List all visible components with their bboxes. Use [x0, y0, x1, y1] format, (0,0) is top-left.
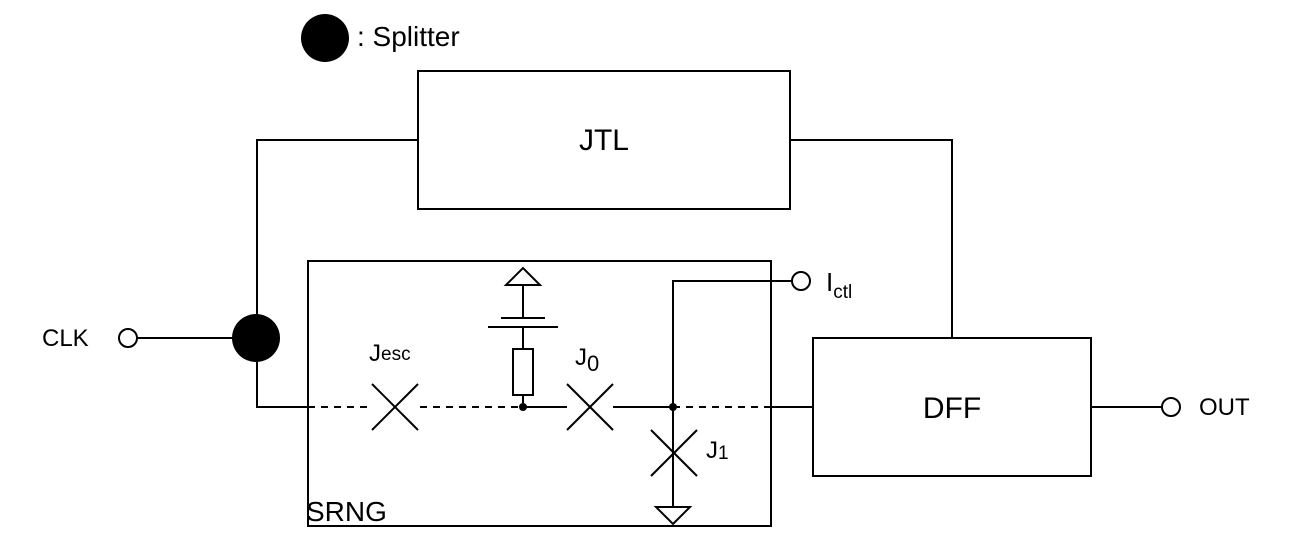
ictl-label: Ictl [826, 267, 852, 303]
srng-label: SRNG [306, 496, 387, 527]
j1-label: J1 [706, 437, 729, 464]
jtl-label: JTL [579, 124, 629, 157]
out-port [1161, 397, 1181, 417]
clk-port [118, 328, 138, 348]
junction-j0 [566, 383, 614, 431]
jtl-block [417, 70, 791, 210]
wire-jtl-to-dff [790, 139, 953, 338]
bias-resistor [512, 348, 534, 396]
node-bias [519, 403, 527, 411]
junction-jesc [371, 383, 419, 431]
out-label: OUT [1199, 394, 1250, 421]
jesc-label: Jesc [369, 340, 411, 367]
srng-block [307, 260, 772, 527]
dff-block [812, 337, 1092, 477]
clk-label: CLK [42, 325, 89, 352]
j0-label: J0 [575, 344, 599, 376]
splitter [232, 314, 280, 362]
supply-arrow-icon [503, 266, 543, 286]
ground-icon [653, 506, 693, 526]
wire-splitter-to-jtl [256, 139, 418, 315]
junction-j1 [650, 429, 698, 477]
wire-ictl [672, 280, 792, 407]
legend-label: : Splitter [357, 21, 460, 52]
dff-label: DFF [923, 392, 981, 425]
splitter-legend-symbol [301, 14, 349, 62]
ictl-port [791, 271, 811, 291]
wire-splitter-to-srng [256, 362, 308, 408]
